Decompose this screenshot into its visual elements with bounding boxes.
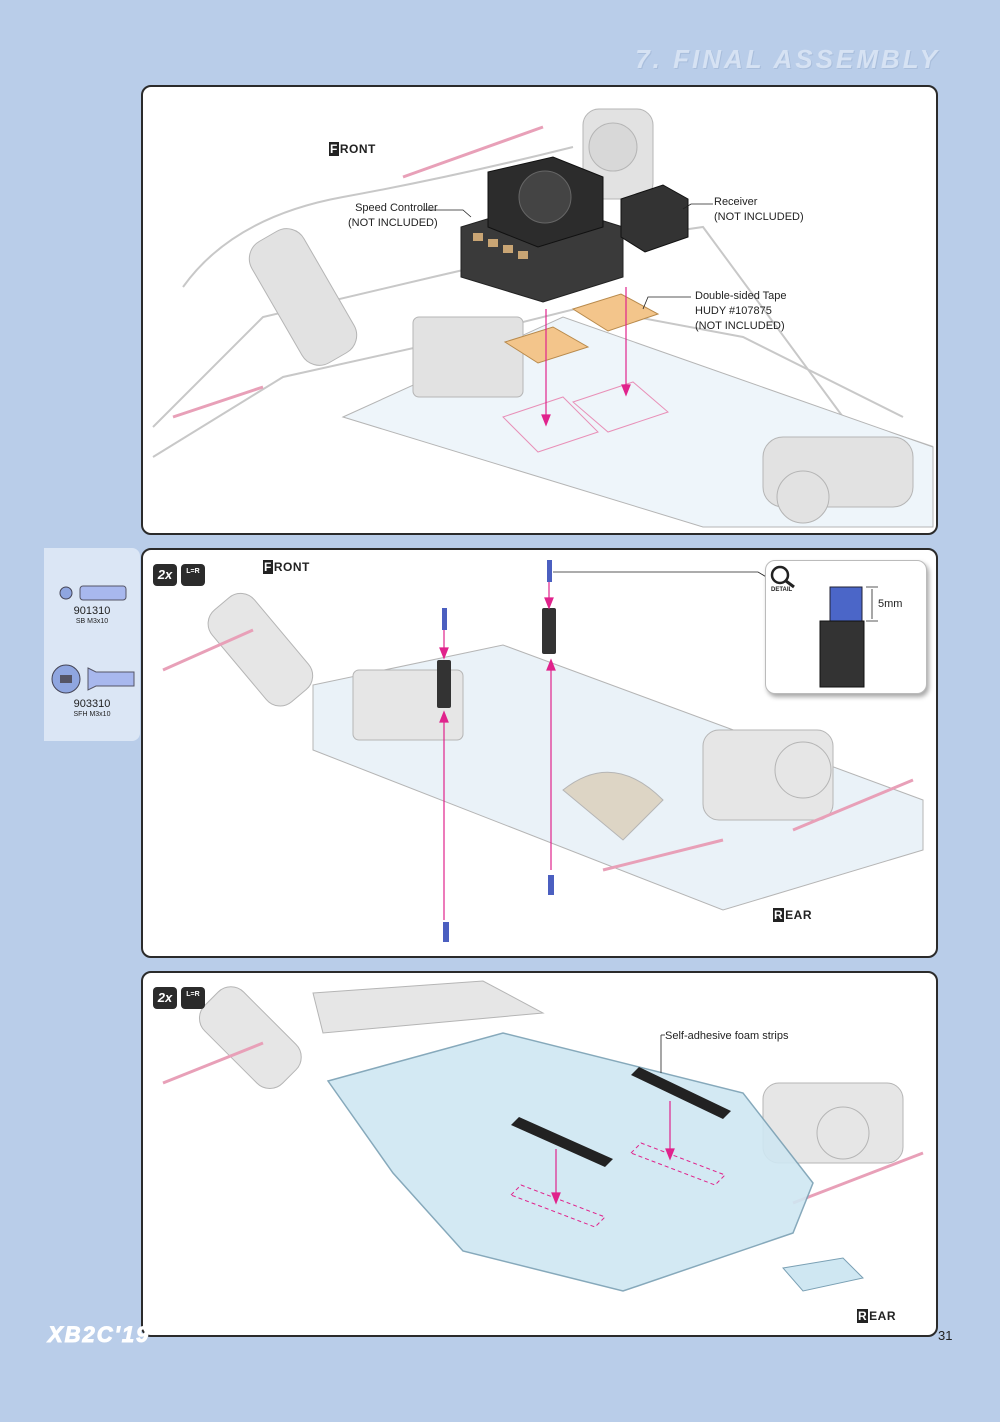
speed-controller-drawing (460, 156, 624, 303)
detail-dimension: 5mm (878, 598, 903, 610)
page-number: 31 (938, 1328, 953, 1343)
chassis-illustration-1 (152, 108, 934, 528)
chassis-illustration-3 (162, 980, 924, 1292)
receiver-drawing (620, 184, 689, 253)
magnifier-icon (770, 565, 795, 589)
brand-logo: XB2C'19 (47, 1322, 151, 1348)
sfh-screw-icon (51, 664, 135, 694)
placement-arrows (541, 287, 631, 427)
callout-lines (423, 203, 713, 310)
detail-inset: DETAIL 5mm (765, 560, 927, 694)
placement-arrows-3 (551, 1101, 675, 1205)
chassis-illustration-2 (162, 560, 924, 942)
left-right-badge: L=R (181, 564, 205, 586)
left-right-badge: L=R (181, 987, 205, 1009)
foam-strips (511, 1067, 731, 1167)
receiver-label: Receiver(NOT INCLUDED) (714, 196, 804, 223)
foam-strips-label: Self-adhesive foam strips (665, 1030, 789, 1042)
section-title: 7. FINAL ASSEMBLY (635, 44, 940, 74)
quantity-badge: 2x (153, 987, 177, 1009)
quantity-badge: 2x (153, 564, 177, 586)
sb-screw-icon (59, 585, 127, 601)
speed-controller-label: Speed Controller(NOT INCLUDED) (348, 202, 438, 229)
standoffs (437, 560, 556, 708)
placement-arrows-2 (439, 582, 556, 920)
tape-target-outlines (502, 381, 669, 453)
bottom-screws (443, 875, 554, 942)
strip-target-outlines (510, 1142, 726, 1228)
detail-icon-label: DETAIL (771, 587, 793, 593)
